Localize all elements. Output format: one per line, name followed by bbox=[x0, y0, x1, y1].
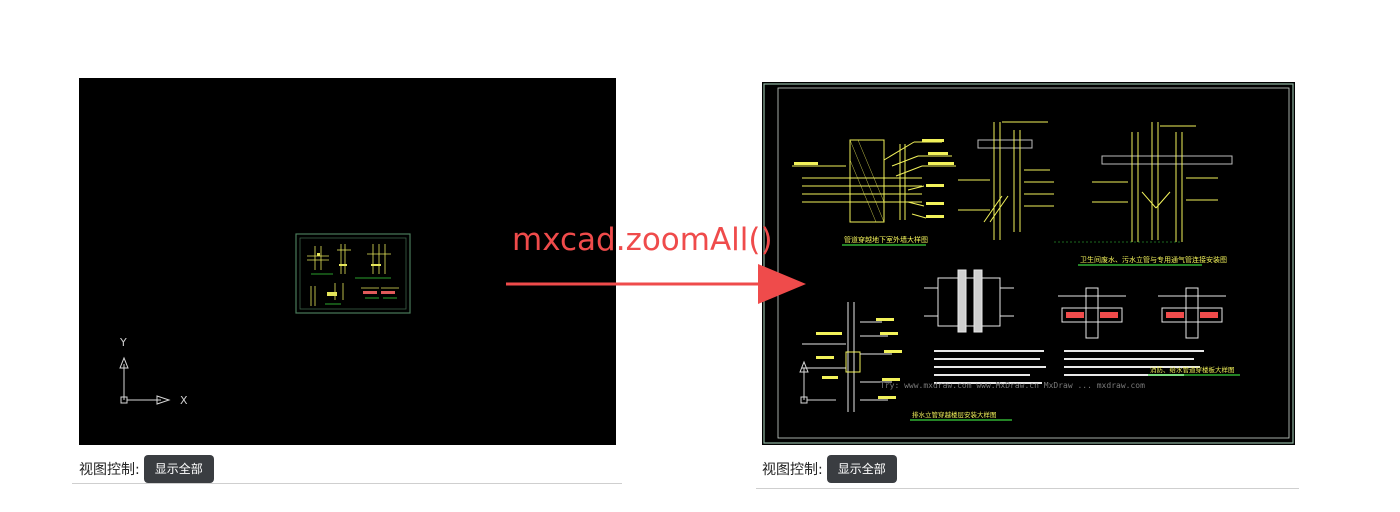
detail-slab-penetration bbox=[1058, 287, 1226, 339]
ucs-axis-icon-after bbox=[799, 360, 836, 404]
mini-drawing-sheet bbox=[295, 233, 411, 314]
view-control-label-after: 视图控制: bbox=[762, 462, 823, 478]
cad-canvas-after-svg: 管道穿越地下室外墙大样图 bbox=[763, 83, 1294, 444]
view-control-label: 视图控制: bbox=[79, 462, 140, 478]
detail-floor-riser bbox=[802, 302, 892, 412]
sheet-title-4: 消防、给水管道穿楼板大样图 bbox=[1150, 365, 1235, 374]
detail-wall-penetration bbox=[792, 139, 956, 223]
cad-canvas-before[interactable]: Y X bbox=[79, 78, 616, 445]
view-controls-before: 视图控制: 显示全部 bbox=[79, 454, 214, 484]
view-controls-after: 视图控制: 显示全部 bbox=[762, 454, 897, 484]
axis-x-label: X bbox=[180, 394, 188, 407]
detail-riser-a bbox=[958, 121, 1054, 240]
divider-after bbox=[756, 488, 1299, 489]
divider-before bbox=[72, 483, 622, 484]
sheet-title-2: 卫生间废水、污水立管与专用通气管连接安装图 bbox=[1080, 255, 1227, 264]
annotation-code-label: mxcad.zoomAll() bbox=[512, 222, 773, 258]
sheet-title-3: 排水立管穿越楼层安装大样图 bbox=[912, 410, 997, 419]
cad-canvas-before-svg: Y X bbox=[119, 233, 411, 407]
zoom-all-button[interactable]: 显示全部 bbox=[143, 455, 214, 483]
detail-center-sleeve bbox=[924, 269, 1014, 333]
ucs-axis-icon bbox=[119, 356, 171, 405]
axis-y-label: Y bbox=[119, 336, 127, 349]
sheet-title-1: 管道穿越地下室外墙大样图 bbox=[844, 235, 928, 244]
detail-riser-b bbox=[1092, 122, 1233, 242]
cad-canvas-after[interactable]: 管道穿越地下室外墙大样图 bbox=[762, 82, 1295, 445]
watermark-text: Try: www.mxdraw.com www.MxDraw.cn MxDraw… bbox=[880, 381, 1145, 390]
zoom-all-button-after[interactable]: 显示全部 bbox=[826, 455, 897, 483]
